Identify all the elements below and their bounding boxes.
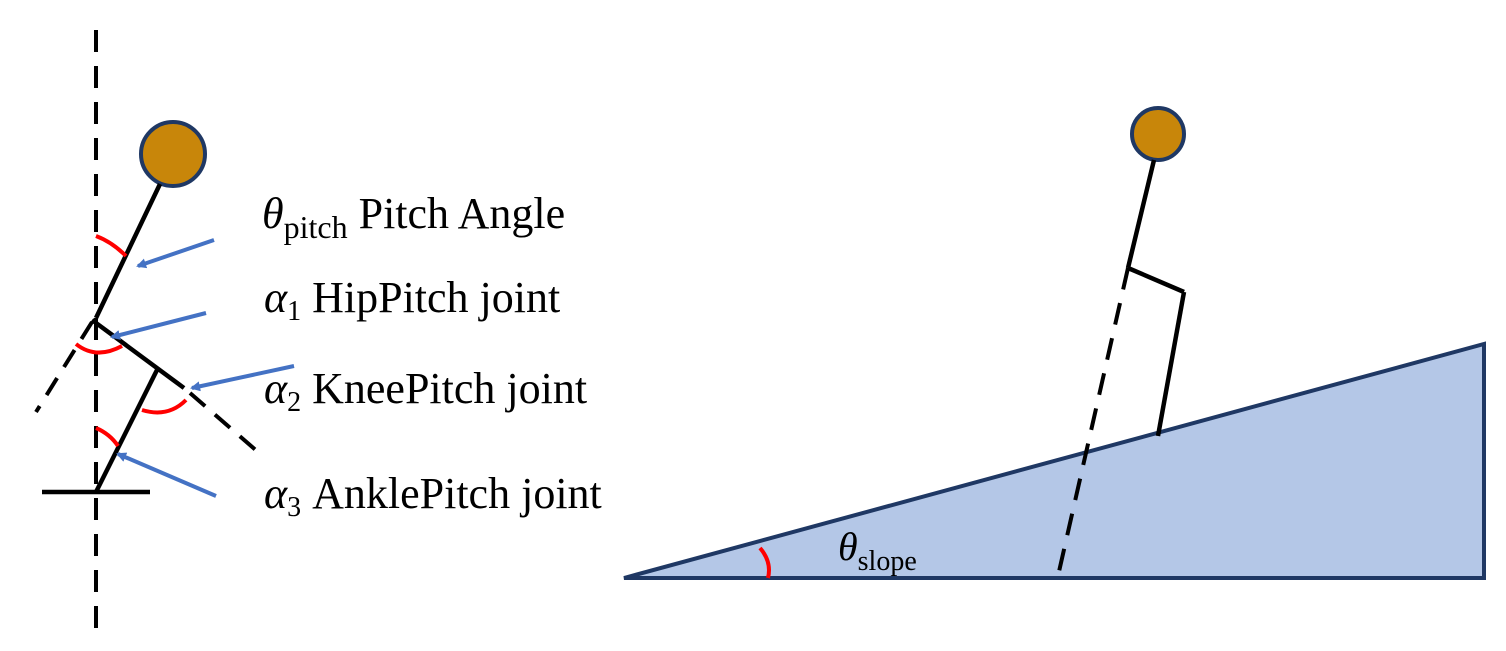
left-robot-diagram: θpitch Pitch Angle α1 HipPitch joint α2 … bbox=[34, 30, 602, 635]
slope-ramp bbox=[623, 341, 1486, 580]
pitch-arrow bbox=[136, 238, 215, 269]
shank-link bbox=[93, 368, 160, 494]
knee-angle-mark bbox=[141, 398, 188, 415]
ankle-arrow bbox=[116, 452, 217, 498]
hip-angle-mark bbox=[74, 342, 123, 355]
pitch-angle-label: θpitch Pitch Angle bbox=[262, 189, 565, 245]
torso-extension-dashed bbox=[34, 320, 94, 414]
ankle-angle-mark bbox=[95, 426, 120, 448]
slope-robot-head bbox=[1130, 106, 1186, 162]
pitch-angle-mark bbox=[95, 234, 128, 258]
ankle-joint-label: α3 AnklePitch joint bbox=[264, 469, 602, 523]
slope-angle-mark bbox=[758, 546, 771, 579]
robot-head bbox=[139, 120, 207, 188]
hip-joint-label: α1 HipPitch joint bbox=[264, 273, 560, 327]
thigh-extension-dashed bbox=[188, 391, 260, 454]
torso-link bbox=[93, 183, 163, 319]
knee-arrow bbox=[190, 364, 295, 392]
knee-joint-label: α2 KneePitch joint bbox=[264, 364, 587, 418]
right-slope-diagram: θslope bbox=[623, 106, 1486, 580]
slope-angle-label: θslope bbox=[838, 524, 917, 577]
thigh-link bbox=[90, 318, 186, 390]
hip-arrow bbox=[110, 311, 207, 340]
slope-robot-thigh bbox=[1127, 265, 1185, 295]
robot-vertical-dashed bbox=[1056, 267, 1130, 577]
slope-robot-shank bbox=[1155, 291, 1187, 437]
slope-robot-torso bbox=[1125, 159, 1157, 269]
